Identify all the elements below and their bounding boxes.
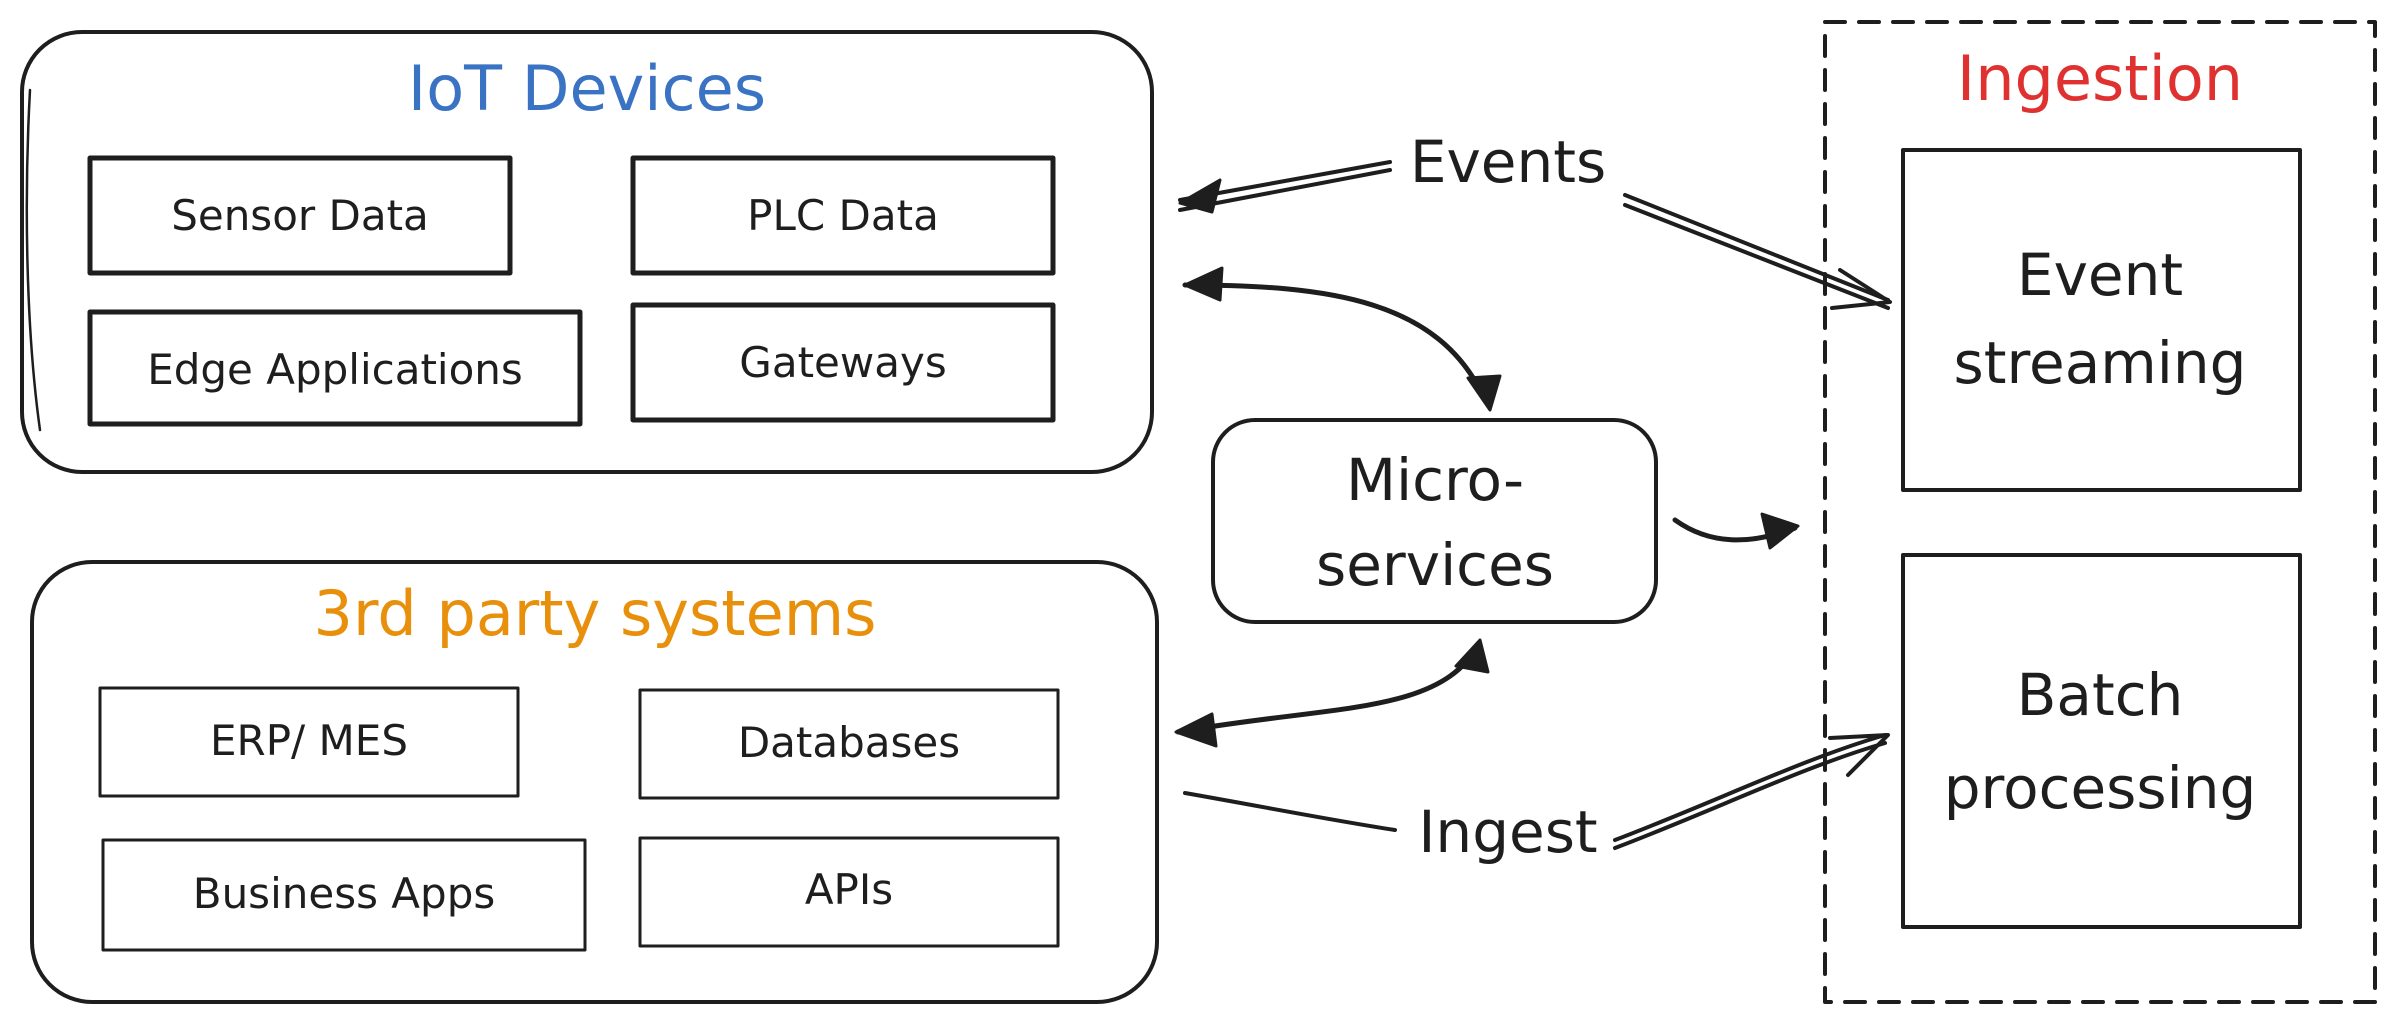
iot-micro-arrowhead-down [1466, 374, 1502, 412]
iot-item-sensor-data-label: Sensor Data [171, 191, 429, 240]
events-arrowhead-left [1178, 178, 1222, 214]
third-party-microservices-connector [1174, 638, 1490, 748]
iot-item-plc-data: PLC Data [630, 155, 1056, 276]
microservices-label-line1: Micro- [1346, 446, 1524, 514]
third-party-title: 3rd party systems [314, 577, 877, 650]
iot-devices-title: IoT Devices [408, 52, 766, 125]
iot-item-edge-applications: Edge Applications [87, 309, 583, 427]
microservices-node: Micro- services [1211, 418, 1658, 624]
batch-processing-node: Batch processing [1901, 553, 2302, 929]
microservices-label-line2: services [1316, 531, 1554, 599]
events-arrowhead-right [1830, 268, 1892, 310]
ingest-connector: Ingest [1183, 733, 1890, 866]
third-party-container [30, 560, 1159, 1004]
microservices-ingestion-connector [1672, 512, 1800, 550]
events-label: Events [1410, 128, 1606, 196]
batch-processing-label-line1: Batch [2017, 661, 2184, 729]
third-party-item-databases-label: Databases [738, 718, 960, 767]
iot-microservices-connector [1182, 266, 1502, 412]
third-party-item-business-apps: Business Apps [101, 838, 587, 952]
batch-processing-label-line2: processing [1944, 754, 2257, 822]
iot-devices-container [20, 30, 1154, 474]
third-party-item-apis: APIs [638, 836, 1060, 948]
event-streaming-label-line2: streaming [1954, 329, 2247, 397]
third-party-item-business-apps-label: Business Apps [193, 869, 496, 918]
third-party-item-erp-mes-label: ERP/ MES [210, 716, 408, 765]
event-streaming-label-line1: Event [2017, 241, 2183, 309]
third-micro-arrowhead-left [1174, 712, 1218, 748]
ingestion-title: Ingestion [1957, 42, 2243, 115]
iot-item-plc-data-label: PLC Data [747, 191, 939, 240]
third-party-group: 3rd party systems ERP/ MES Databases Bus… [30, 560, 1159, 1004]
ingest-label: Ingest [1418, 798, 1597, 866]
ingest-arrowhead [1828, 733, 1890, 777]
third-party-item-databases: Databases [638, 688, 1060, 800]
events-connector: Events [1178, 128, 1892, 310]
event-streaming-node: Event streaming [1901, 148, 2302, 492]
iot-micro-arrowhead-left [1183, 266, 1224, 302]
micro-ingestion-arrowhead [1760, 512, 1800, 550]
iot-item-edge-applications-label: Edge Applications [147, 345, 523, 394]
iot-devices-group: IoT Devices Sensor Data PLC Data Edge Ap… [20, 30, 1154, 474]
ingestion-container [1823, 20, 2377, 1004]
iot-item-gateways: Gateways [630, 302, 1056, 423]
third-micro-arrowhead-up [1454, 638, 1490, 674]
ingestion-group: Ingestion Event streaming Batch processi… [1823, 20, 2377, 1004]
iot-item-gateways-label: Gateways [739, 338, 946, 387]
third-party-item-apis-label: APIs [805, 865, 893, 914]
iot-item-sensor-data: Sensor Data [87, 155, 513, 276]
third-party-item-erp-mes: ERP/ MES [98, 686, 520, 798]
